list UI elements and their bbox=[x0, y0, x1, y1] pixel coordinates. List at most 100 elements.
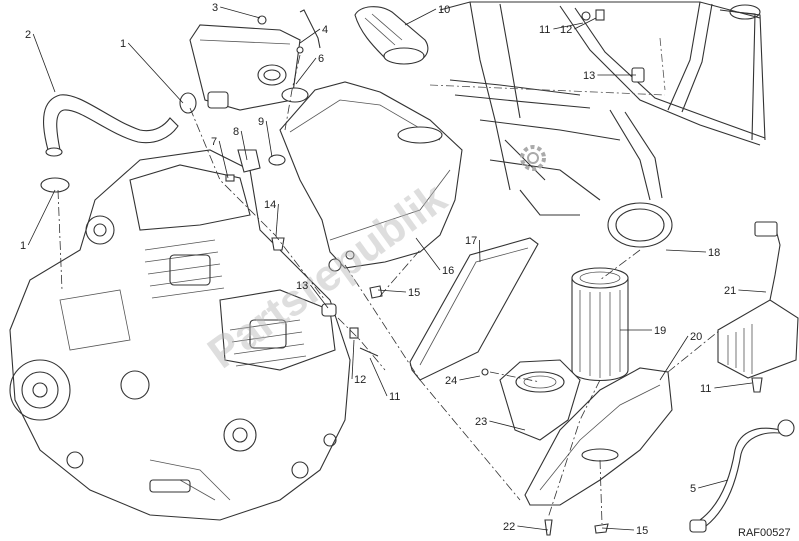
callout-number: 9 bbox=[258, 116, 264, 128]
callout-leader bbox=[369, 357, 388, 397]
callout-leader bbox=[459, 375, 481, 381]
intake-duct-10 bbox=[354, 6, 429, 65]
callout-number: 11 bbox=[539, 24, 550, 36]
callout-number: 14 bbox=[264, 199, 276, 211]
callout-c11c: 11 bbox=[700, 382, 753, 395]
callout-c5: 5 bbox=[690, 479, 729, 495]
callout-number: 10 bbox=[438, 4, 450, 16]
callout-number: 13 bbox=[296, 280, 308, 292]
callout-c22: 22 bbox=[503, 521, 549, 533]
callout-number: 2 bbox=[25, 29, 31, 41]
callout-leader bbox=[218, 140, 229, 179]
callout-leader bbox=[220, 6, 261, 19]
callout-leader bbox=[665, 249, 707, 253]
engine-drawing bbox=[9, 149, 351, 521]
voltage-regulator-21 bbox=[717, 221, 799, 393]
callout-number: 11 bbox=[700, 383, 711, 395]
callout-number: 6 bbox=[318, 53, 324, 65]
callout-c16: 16 bbox=[415, 237, 454, 277]
callout-c15b: 15 bbox=[601, 525, 648, 537]
hose-clamp-1 bbox=[40, 92, 197, 193]
callout-c12b: 12 bbox=[351, 339, 366, 386]
o-ring-6 bbox=[281, 87, 309, 103]
callout-leader bbox=[377, 289, 407, 293]
callout-c15a: 15 bbox=[377, 287, 420, 299]
callout-leader bbox=[310, 284, 329, 309]
callout-c13b: 13 bbox=[296, 280, 329, 309]
callout-number: 21 bbox=[724, 285, 736, 297]
callout-number: 18 bbox=[708, 247, 720, 259]
callout-c2: 2 bbox=[25, 29, 56, 93]
callout-number: 23 bbox=[475, 416, 487, 428]
frame-dimension-line bbox=[429, 37, 666, 96]
callout-c19: 19 bbox=[620, 325, 666, 337]
drawing-code: RAF00527 bbox=[738, 527, 791, 539]
callout-number: 15 bbox=[408, 287, 420, 299]
ground-cable-5 bbox=[689, 419, 795, 533]
callout-leader bbox=[601, 527, 635, 531]
callout-leader bbox=[27, 189, 56, 246]
callout-c14: 14 bbox=[264, 199, 279, 237]
callout-number: 5 bbox=[690, 483, 696, 495]
callout-leader bbox=[738, 289, 767, 293]
callout-leader bbox=[479, 239, 481, 263]
callout-number: 1 bbox=[120, 38, 126, 50]
callout-c17: 17 bbox=[465, 235, 481, 263]
breather-tank-3 bbox=[189, 15, 301, 111]
callout-number: 19 bbox=[654, 325, 666, 337]
callout-leader bbox=[32, 33, 56, 93]
callout-c13a: 13 bbox=[583, 70, 636, 82]
callout-c3: 3 bbox=[212, 2, 261, 19]
callout-leader bbox=[415, 237, 441, 271]
callout-c18: 18 bbox=[665, 247, 720, 259]
callout-c6: 6 bbox=[295, 53, 324, 85]
callout-c1b: 1 bbox=[20, 189, 56, 252]
assembly-lines bbox=[57, 54, 721, 525]
callout-leader bbox=[553, 22, 584, 30]
callout-leader bbox=[714, 382, 753, 389]
callout-leader bbox=[698, 479, 729, 489]
airbox-lower-20 bbox=[524, 367, 673, 536]
fasteners-13-14-15 bbox=[271, 237, 383, 357]
callout-number: 22 bbox=[503, 521, 515, 533]
gasket-17 bbox=[409, 237, 539, 381]
callout-c24: 24 bbox=[445, 375, 481, 387]
callout-number: 12 bbox=[354, 374, 366, 386]
callout-labels: 1123456789101111111212131314151516171819… bbox=[20, 2, 767, 537]
callout-c7: 7 bbox=[211, 136, 229, 179]
callout-leader bbox=[127, 42, 184, 104]
filter-ring-18 bbox=[607, 202, 673, 248]
callout-number: 11 bbox=[389, 391, 400, 403]
callout-number: 1 bbox=[20, 240, 26, 252]
callout-number: 17 bbox=[465, 235, 477, 247]
gear-icon bbox=[520, 145, 546, 171]
callout-leader bbox=[265, 120, 273, 158]
callout-number: 8 bbox=[233, 126, 239, 138]
bracket-4 bbox=[296, 9, 321, 54]
callout-number: 15 bbox=[636, 525, 648, 537]
callout-c8: 8 bbox=[233, 126, 248, 161]
callout-c20: 20 bbox=[659, 331, 702, 381]
callout-c11b: 11 bbox=[369, 357, 400, 403]
callout-number: 20 bbox=[690, 331, 702, 343]
callout-c1a: 1 bbox=[120, 38, 184, 104]
frame-drawing bbox=[439, 1, 766, 216]
callout-number: 7 bbox=[211, 136, 217, 148]
callout-number: 13 bbox=[583, 70, 595, 82]
frame-fasteners-11-12 bbox=[581, 9, 605, 21]
breather-hose-2 bbox=[43, 94, 179, 157]
callout-c4: 4 bbox=[299, 24, 328, 44]
air-filter-19 bbox=[571, 267, 629, 382]
callout-leader bbox=[299, 28, 321, 44]
callout-number: 24 bbox=[445, 375, 457, 387]
callout-leader bbox=[659, 335, 689, 381]
callout-c9: 9 bbox=[258, 116, 273, 158]
callout-c21: 21 bbox=[724, 285, 767, 297]
callout-c12a: 12 bbox=[560, 17, 597, 36]
callout-c11a: 11 bbox=[539, 22, 584, 36]
airbox-cover-16 bbox=[279, 81, 463, 272]
callout-c23: 23 bbox=[475, 416, 526, 431]
callout-leader bbox=[295, 57, 317, 85]
callout-number: 4 bbox=[322, 24, 328, 36]
